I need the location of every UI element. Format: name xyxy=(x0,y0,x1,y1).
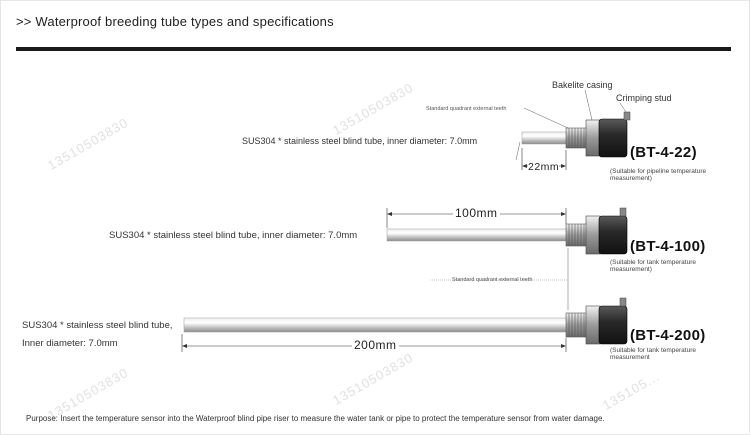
label-thread: Standard quadrant external teeth xyxy=(426,106,507,112)
label-bakelite-casing: Bakelite casing xyxy=(552,80,613,90)
dimension-label: 22mm xyxy=(528,161,560,173)
usage-note: (Suitable for tank temperature measureme… xyxy=(610,259,696,273)
usage-note: (Suitable for pipeline temperature measu… xyxy=(610,168,707,182)
title-divider xyxy=(16,47,731,51)
purpose-text: Purpose: Insert the temperature sensor i… xyxy=(26,414,605,423)
model-number: (BT-4-200) xyxy=(630,327,706,344)
page-title: >> Waterproof breeding tube types and sp… xyxy=(16,14,334,29)
tube-description: SUS304 * stainless steel blind tube, inn… xyxy=(109,230,358,241)
sensor-bt-4-100 xyxy=(386,207,628,310)
model-number: (BT-4-22) xyxy=(630,144,697,161)
tube-description-line1: SUS304 * stainless steel blind tube, xyxy=(22,320,173,331)
sensor-bt-4-200 xyxy=(181,297,628,352)
dimension-label: 200mm xyxy=(352,338,399,352)
tube-description-line2: Inner diameter: 7.0mm xyxy=(22,338,118,349)
model-number: (BT-4-100) xyxy=(630,238,706,255)
label-thread: Standard quadrant external teeth xyxy=(452,277,533,283)
dimension-label: 100mm xyxy=(453,206,500,220)
label-crimping-stud: Crimping stud xyxy=(616,93,672,103)
usage-note: (Suitable for tank temperature measureme… xyxy=(610,347,696,361)
sensor-bt-4-22 xyxy=(515,89,631,170)
tube-description: SUS304 * stainless steel blind tube, inn… xyxy=(242,136,478,146)
